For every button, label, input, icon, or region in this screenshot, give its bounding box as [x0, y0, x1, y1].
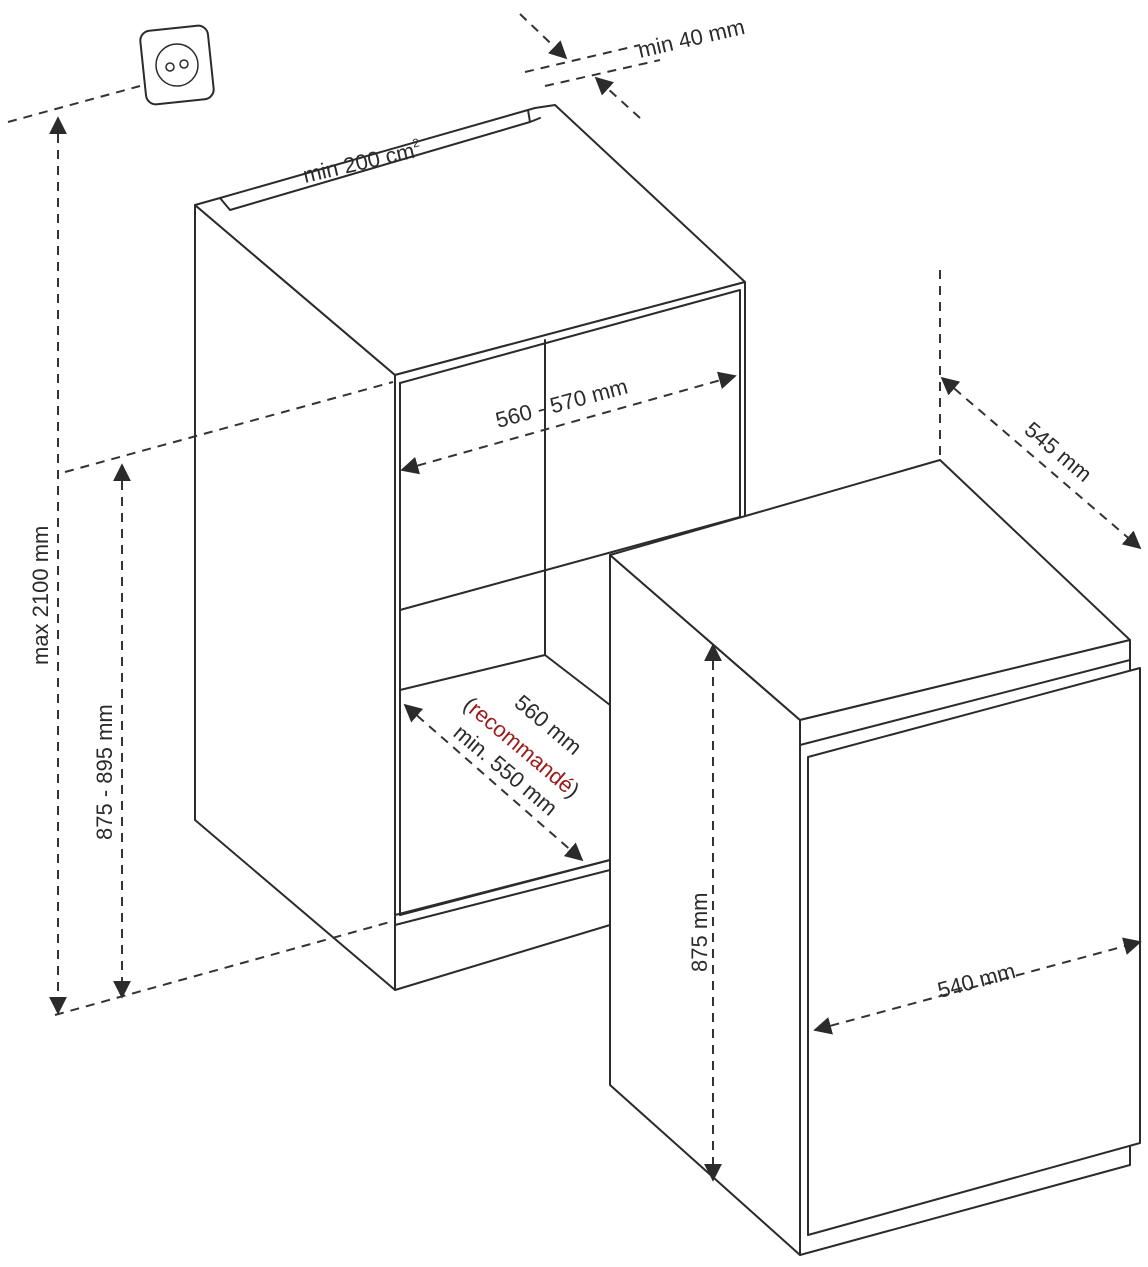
power-socket-icon	[139, 24, 215, 106]
dim-niche-height: 875 - 895 mm	[64, 381, 394, 999]
label-min-40: min 40 mm	[636, 14, 748, 63]
label-max-height: max 2100 mm	[28, 526, 53, 665]
label-niche-height: 875 - 895 mm	[92, 704, 117, 840]
appliance-fridge	[609, 459, 1141, 1256]
dim-max-height: max 2100 mm	[7, 85, 391, 1016]
label-appliance-height: 875 mm	[687, 893, 712, 972]
dim-appliance-height: 875 mm	[687, 643, 722, 1182]
label-appliance-depth: 545 mm	[1020, 417, 1097, 487]
dim-min-40: min 40 mm	[519, 13, 748, 119]
